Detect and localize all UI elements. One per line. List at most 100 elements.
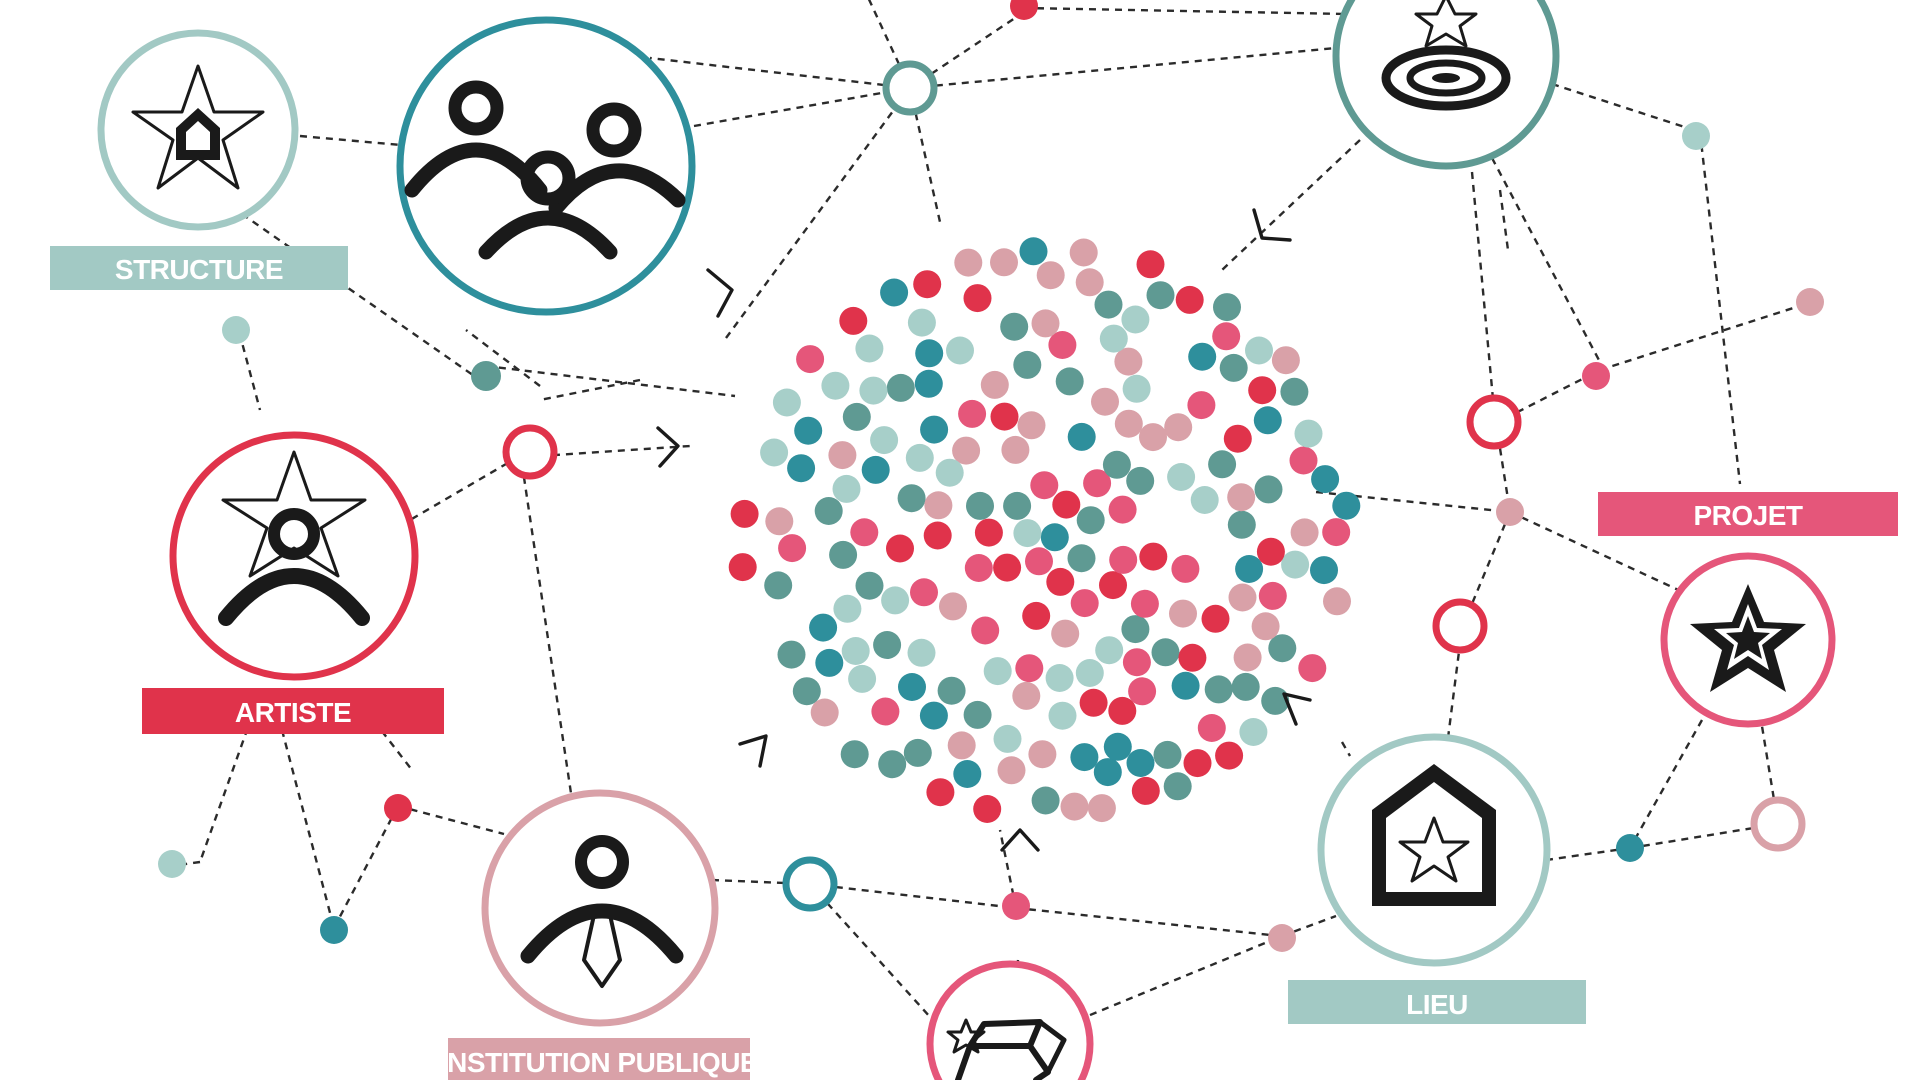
cluster-dot bbox=[760, 438, 789, 467]
cluster-dot bbox=[1208, 450, 1237, 479]
cluster-dot bbox=[1048, 701, 1077, 730]
cluster-dot bbox=[1126, 749, 1155, 777]
cluster-dot bbox=[907, 638, 936, 667]
small-dot-node bbox=[1002, 892, 1030, 920]
cluster-dot bbox=[1227, 510, 1256, 539]
cluster-dot bbox=[980, 370, 1009, 399]
cluster-dot bbox=[1095, 636, 1124, 665]
cluster-dot bbox=[1130, 589, 1159, 618]
small-nodes bbox=[158, 0, 1824, 952]
cluster-dot bbox=[1213, 293, 1241, 322]
cluster-dot bbox=[859, 376, 888, 405]
cluster-dot bbox=[1258, 581, 1287, 610]
group-of-people-icon bbox=[404, 80, 686, 260]
artist-star-person-icon bbox=[218, 450, 370, 626]
cluster-dot bbox=[1169, 599, 1197, 628]
connection-line bbox=[908, 87, 942, 223]
cluster-dot bbox=[1223, 424, 1252, 453]
small-dot-node bbox=[384, 794, 412, 822]
arrow-from-red-ring bbox=[656, 426, 680, 468]
connection-line bbox=[1628, 719, 1704, 849]
cluster-dot bbox=[1139, 542, 1168, 571]
cluster-dot bbox=[814, 497, 843, 525]
cluster-dot bbox=[1146, 281, 1175, 310]
cluster-dot bbox=[778, 534, 807, 563]
lieu-node: LIEU bbox=[1288, 733, 1586, 1024]
cluster-dot bbox=[947, 731, 976, 760]
cluster-dot bbox=[1069, 238, 1098, 267]
cluster-dot bbox=[1171, 554, 1200, 583]
cluster-dot bbox=[1122, 648, 1151, 677]
cluster-dot bbox=[1294, 419, 1323, 448]
small-dot-node bbox=[1682, 122, 1710, 150]
small-dot-node bbox=[1582, 362, 1610, 390]
cluster-dot bbox=[815, 648, 844, 677]
cluster-dot bbox=[1028, 740, 1057, 769]
official-person-tie-icon bbox=[520, 835, 684, 988]
connection-line bbox=[1698, 131, 1742, 485]
cluster-dot bbox=[1079, 688, 1108, 717]
cluster-dot bbox=[1001, 435, 1030, 464]
cluster-dot bbox=[990, 248, 1018, 277]
ring-node bbox=[1466, 394, 1522, 450]
cluster-dot bbox=[1153, 740, 1182, 769]
ring-node bbox=[1432, 598, 1488, 654]
star-house-icon bbox=[131, 64, 265, 190]
connection-line bbox=[1221, 139, 1361, 271]
connection-line bbox=[1015, 906, 1281, 938]
cluster-dot bbox=[1051, 619, 1080, 648]
cluster-dot bbox=[1052, 490, 1081, 519]
cluster-dot bbox=[924, 491, 953, 520]
arrows bbox=[656, 208, 1312, 852]
cluster-dot bbox=[841, 637, 870, 665]
arrow-from-institution bbox=[738, 734, 768, 768]
connection-line bbox=[539, 378, 641, 402]
cluster-dot bbox=[1215, 741, 1244, 770]
cluster-dot bbox=[1087, 794, 1116, 823]
cluster-dot bbox=[878, 750, 907, 779]
cluster-dot bbox=[1099, 324, 1128, 353]
connection-line bbox=[241, 213, 481, 381]
connection-line bbox=[1551, 82, 1701, 134]
dot-cluster bbox=[728, 237, 1361, 823]
cluster-dot bbox=[1093, 758, 1122, 787]
cluster-dot bbox=[796, 345, 825, 374]
cluster-dot bbox=[898, 673, 926, 701]
cluster-dot bbox=[1070, 743, 1099, 772]
cluster-dot bbox=[850, 518, 879, 547]
arrow-from-lieu bbox=[1282, 692, 1312, 726]
cluster-dot bbox=[1197, 714, 1226, 742]
cluster-dot bbox=[907, 308, 936, 337]
small-dot-node bbox=[320, 916, 348, 944]
cluster-dot bbox=[1251, 612, 1280, 641]
small-dot-node bbox=[1796, 288, 1824, 316]
projet-label: PROJET bbox=[1693, 500, 1802, 531]
artiste-node: ARTISTE bbox=[142, 431, 444, 734]
cluster-dot bbox=[1083, 469, 1112, 498]
cluster-dot bbox=[777, 640, 806, 669]
cluster-dot bbox=[880, 278, 909, 307]
cluster-dot bbox=[1094, 290, 1123, 319]
cluster-dot bbox=[1201, 604, 1230, 633]
cluster-dot bbox=[821, 371, 850, 400]
cluster-dot bbox=[997, 756, 1026, 785]
house-star-icon bbox=[1372, 764, 1496, 906]
connection-line bbox=[465, 329, 541, 387]
cluster-dot bbox=[810, 698, 839, 727]
cluster-dot bbox=[1109, 545, 1138, 574]
cluster-dot bbox=[855, 334, 884, 363]
connection-line bbox=[485, 364, 736, 398]
target-star-icon bbox=[1381, 0, 1511, 111]
cluster-dot bbox=[1183, 749, 1212, 778]
small-dot-node bbox=[158, 850, 186, 878]
cluster-dot bbox=[871, 697, 900, 726]
cluster-dot bbox=[1231, 672, 1260, 701]
ring-node bbox=[782, 856, 838, 912]
cluster-dot bbox=[1187, 391, 1216, 420]
cluster-dot bbox=[1254, 475, 1283, 504]
cluster-dot bbox=[861, 455, 890, 484]
cluster-dot bbox=[873, 631, 902, 659]
cluster-dot bbox=[1025, 547, 1053, 576]
cluster-dot bbox=[1003, 491, 1032, 520]
